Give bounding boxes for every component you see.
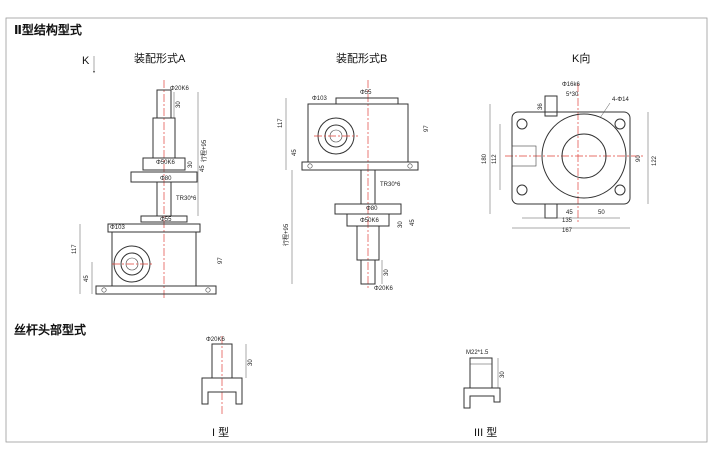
k-view-side-boss [511,145,537,167]
dim-b-h30: 30 [398,221,404,228]
assembly-view-a: 装配形式A Φ20K6 30 行程+95 Φ50K6 30 45 Φ80 TR3… [72,52,224,300]
k-view-hole-tr [614,118,626,130]
dim-k-h180: 180 [482,153,488,164]
dim-k-w167: 167 [562,228,573,234]
view-b-bolt-right [407,163,413,169]
dim-a-stroke: 行程+95 [200,139,208,162]
type3-body [463,387,501,409]
dim-a-dia50: Φ50K6 [156,160,175,166]
dim-b-shaft-dia: Φ20K6 [374,286,393,292]
k-view-hole-br [614,184,626,196]
dim-a-h45-base: 45 [84,275,90,282]
dim-b-h117: 117 [278,118,284,128]
view-a-housing [111,231,197,287]
dim-a-dia55: Φ55 [160,217,172,223]
view-a-cap-55 [140,215,188,223]
dim-b-dia103: Φ103 [312,96,327,102]
dim-b-h45-low: 45 [410,219,416,226]
view-a-bolt-left [101,287,107,293]
k-view-input-shaft [544,95,558,117]
dim-a-h117: 117 [72,244,78,254]
dim-k-h36: 36 [538,103,544,110]
dim-b-dia80: Φ80 [366,206,378,212]
view-b-bolt-left [307,163,313,169]
view-b-bottom-shaft [360,259,376,285]
structure-heading: Ⅱ型结构型式 [14,22,82,37]
dim-a-dia103: Φ103 [110,225,125,231]
dim-a-h45: 45 [200,165,206,172]
type1-h: 30 [248,359,254,366]
dim-k-key-dia: Φ16k6 [562,82,580,88]
dim-b-stroke: 行程+95 [282,223,290,246]
type3-thread: M22*1.5 [466,350,489,356]
dim-b-dia55: Φ55 [360,90,372,96]
dim-a-h97: 97 [218,257,224,264]
dim-k-w50: 50 [598,210,605,216]
screw-head-type-3: M22*1.5 30 III 型 [463,350,506,439]
type1-label: I 型 [212,425,229,439]
dim-k-holes: 4-Φ14 [612,97,629,103]
k-view-bore-circle [561,133,607,179]
dim-k-w135: 135 [562,218,573,224]
dim-k-w45: 45 [566,210,573,216]
dim-a-h30-top: 30 [176,101,182,108]
dim-a-h30-mid: 30 [188,161,194,168]
view-a-collar-50 [142,157,186,171]
k-label: K [82,55,90,67]
dim-a-dia80: Φ80 [160,176,172,182]
dim-k-holes-leader [599,102,611,119]
drawing-frame [5,17,708,443]
dim-a-shaft-dia: Φ20K6 [170,86,189,92]
dim-b-h45: 45 [292,149,298,156]
k-view-hole-bl [516,184,528,196]
dim-b-thread: TR30*6 [380,182,401,188]
k-view-output-stub [544,203,558,219]
view-a-bolt-right [205,287,211,293]
view-a-title: 装配形式A [134,52,186,65]
k-view-hole-tl [516,118,528,130]
type3-stud [469,357,493,389]
dim-b-h97: 97 [424,125,430,132]
view-b-housing [307,103,409,163]
dim-k-h112: 112 [492,154,498,164]
dim-b-h30-bot: 30 [384,269,390,276]
view-a-base [95,285,217,295]
type3-h: 30 [500,371,506,378]
dim-k-key: 5*30 [566,92,579,98]
view-b-cap-55 [335,97,399,105]
view-b-base [301,161,419,171]
dim-b-dia50: Φ50K6 [360,218,379,224]
k-view-body [511,111,631,205]
type1-body [201,377,243,405]
k-direction-view: K向 Φ16k6 5*30 36 4-Φ14 180 112 90 122 45… [482,51,658,234]
k-direction-marker: K [82,55,96,74]
screw-head-heading: 丝杆头部型式 [14,322,86,337]
dim-k-h122: 122 [652,155,658,166]
dim-k-h90: 90 [636,155,642,162]
type3-label: III 型 [474,425,497,439]
screw-head-type-1: Φ20K6 30 I 型 [201,336,254,439]
assembly-view-b: 装配形式B Φ55 Φ103 117 45 97 TR30*6 行程+95 Φ8… [278,52,430,292]
k-view-flange-circle [541,113,627,199]
k-view-title: K向 [572,51,590,65]
view-b-title: 装配形式B [336,52,387,65]
type1-dia: Φ20K6 [206,337,225,343]
dim-a-thread: TR30*6 [176,196,197,202]
